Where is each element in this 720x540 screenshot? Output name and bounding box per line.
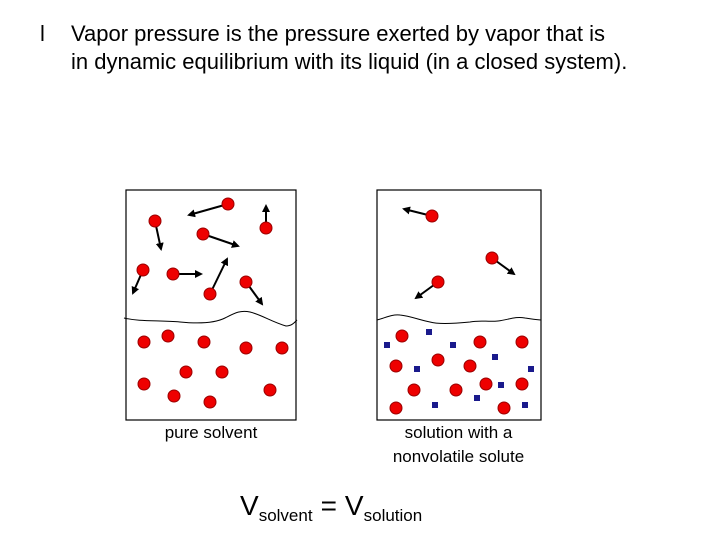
heading-line-1: Vapor pressure is the pressure exerted b… — [71, 21, 605, 46]
pure-solvent-container — [123, 189, 298, 421]
liquid-surface — [123, 310, 298, 327]
vapor-pressure-equation: Vsolvent=Vsolution — [240, 490, 422, 526]
gas-molecules — [425, 209, 499, 289]
solution-caption-line-2: nonvolatile solute — [392, 447, 525, 466]
solute-particles — [384, 329, 534, 408]
bullet-marker: l — [40, 21, 45, 46]
equals-sign: = — [320, 490, 337, 521]
v-solution-symbol: V — [344, 490, 364, 521]
heading-line-2: in dynamic equilibrium with its liquid (… — [71, 49, 628, 74]
gas-molecules — [136, 197, 273, 301]
pure-solvent-caption: pure solvent — [164, 423, 258, 442]
liquid-molecules — [137, 329, 289, 409]
solution-caption-line-1: solution with a — [404, 423, 513, 442]
liquid-surface — [376, 314, 542, 325]
slide-heading: Vapor pressure is the pressure exerted b… — [71, 20, 711, 76]
solution-container — [376, 189, 542, 421]
solution-caption: solution with a nonvolatile solute — [361, 421, 556, 469]
container-border — [376, 189, 542, 421]
v-solvent-subscript: solvent — [258, 506, 313, 525]
v-solution-subscript: solution — [363, 506, 423, 525]
v-solvent-symbol: V — [240, 490, 259, 521]
liquid-solvent-molecules — [389, 329, 529, 415]
